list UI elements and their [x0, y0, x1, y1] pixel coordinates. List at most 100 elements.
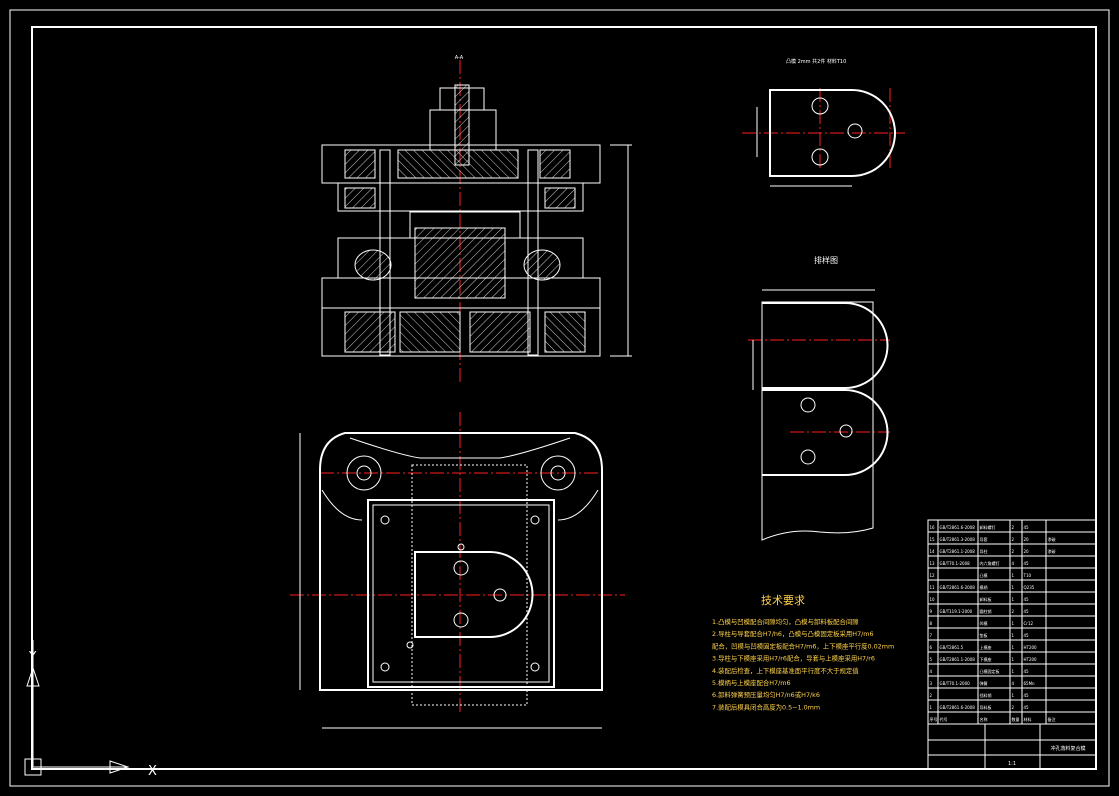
- pin-hole-1: [406, 641, 414, 649]
- bom-cell: 45: [1024, 609, 1030, 614]
- bom-cell: 卸料板: [980, 596, 992, 602]
- upper-seat-hatch-left: [344, 149, 376, 179]
- punch-hole-1: [811, 97, 829, 115]
- bom-cell: 9: [930, 609, 933, 614]
- bom-header-cell: 备注: [1048, 716, 1056, 722]
- bom-cell: 10: [930, 597, 936, 602]
- bom-cell: HT200: [1024, 645, 1038, 650]
- pin-hole-2: [457, 543, 465, 551]
- punch-plate: [337, 182, 584, 212]
- ucs-y-label: Y: [28, 649, 37, 663]
- scale: 1:1: [1008, 761, 1016, 767]
- strip-guide-dashed: [411, 464, 528, 706]
- die-plate-inner: [372, 504, 550, 683]
- lower-seat-hatch-c: [399, 311, 461, 353]
- bom-cell: 1: [930, 705, 933, 710]
- strip-hole-2: [800, 449, 816, 465]
- screw-hole-1: [380, 515, 390, 525]
- bom-cell: 4: [1012, 561, 1015, 566]
- bom-header-cell: 数量: [1012, 716, 1020, 722]
- bom-cell: 45: [1024, 633, 1030, 638]
- spring-left: [354, 249, 392, 281]
- bom-header-cell: 序号: [930, 716, 938, 722]
- punch-detail-view[interactable]: 凸模 2mm 共2件 材料T10: [742, 58, 905, 187]
- screw-hole-4: [530, 662, 540, 672]
- punch-plate-hatch-l: [344, 187, 376, 209]
- bom-cell: GB/T70.1-2000: [940, 681, 971, 686]
- bom-cell: 14: [930, 549, 936, 554]
- bom-cell: 1: [1012, 597, 1015, 602]
- die-plate-outline: [367, 499, 555, 688]
- bom-cell: 45: [1024, 693, 1030, 698]
- tech-req-line: 2.导柱与导套配合H7/h6，凸模与凸模固定板采用H7/m6: [712, 629, 874, 638]
- seat-side-contour: [321, 489, 599, 521]
- punch-body: [414, 227, 506, 299]
- lower-die-seat-outline: [319, 432, 603, 691]
- strip-blank-1: [762, 302, 889, 389]
- technical-requirements: 技术要求 1.凸模与凹模配合间隙均匀，凸模与卸料板配合间隙2.导柱与导套配合H7…: [712, 594, 894, 711]
- lower-seat-hatch-r: [544, 311, 586, 353]
- bom-cell: 2: [1012, 525, 1015, 530]
- spring-right: [523, 249, 561, 281]
- bom-cell: GB/T70.1-2008: [940, 561, 971, 566]
- tech-req-line: 1.凸模与凹模配合间隙均匀，凸模与卸料板配合间隙: [712, 617, 859, 626]
- bom-cell: 1: [1012, 633, 1015, 638]
- bom-cell: 下模座: [980, 656, 992, 662]
- strip-hole-1: [800, 397, 816, 413]
- bom-cell: 2: [1012, 705, 1015, 710]
- bom-cell: 2: [930, 693, 933, 698]
- bom-cell: 上模座: [980, 644, 992, 650]
- bom-cell: 1: [1012, 573, 1015, 578]
- punch-view-title: 凸模 2mm 共2件 材料T10: [786, 58, 846, 65]
- title-block[interactable]: 冲孔落料复合模 1:1: [927, 723, 1097, 770]
- screw-hole-3: [380, 662, 390, 672]
- bom-cell: GB/T2861.1-2008: [940, 549, 976, 554]
- tech-req-line: 3.导柱与下模座采用H7/r6配合，导套与上模座采用H7/r6: [712, 654, 875, 663]
- lower-die-seat: [321, 307, 601, 357]
- bom-cell: Q235: [1024, 585, 1035, 590]
- bom-cell: 5: [930, 657, 933, 662]
- blank-outline: [414, 551, 534, 638]
- bom-cell: 45: [1024, 669, 1030, 674]
- bom-cell: 13: [930, 561, 936, 566]
- bom-cell: 15: [930, 537, 936, 542]
- tech-req-line: 配合，凹模与凹模固定板配合H7/m6，上下模座平行度0.02mm: [712, 641, 894, 650]
- bom-header-cell: 名称: [980, 716, 988, 722]
- bom-cell: 45: [1024, 525, 1030, 530]
- section-label: A-A: [455, 55, 464, 61]
- bom-cell: 4: [930, 669, 933, 674]
- bom-cell: GB/T2861.3-2008: [940, 537, 976, 542]
- bom-cell: 3: [930, 681, 933, 686]
- bom-cell: Cr12: [1024, 621, 1034, 626]
- bom-cell: 4: [1012, 681, 1015, 686]
- bom-cell: 导柱: [980, 548, 988, 554]
- plan-view[interactable]: [290, 412, 625, 729]
- bom-cell: 模柄: [980, 584, 988, 590]
- bom-cell: 2: [1012, 549, 1015, 554]
- strip-layout-view[interactable]: 排样图: [748, 255, 890, 541]
- upper-seat-hatch-right: [539, 149, 571, 179]
- lower-seat-hatch-l: [344, 311, 396, 353]
- outer-frame: [9, 9, 1110, 787]
- ucs-icon: Y X: [24, 640, 157, 779]
- lower-seat-hatch-c2: [469, 311, 531, 353]
- pierce-hole-3: [493, 588, 507, 602]
- tech-req-line: 5.模柄与上模座配合H7/m6: [712, 678, 791, 687]
- bom-cell: 渗碳: [1048, 536, 1056, 542]
- bom-cell: 45: [1024, 705, 1030, 710]
- tech-req-line: 7.装配后模具闭合高度为0.5~1.0mm: [712, 702, 820, 711]
- section-view[interactable]: A-A: [321, 55, 632, 385]
- pierce-hole-1: [453, 560, 469, 576]
- strip-layout-title: 排样图: [814, 255, 838, 265]
- bom-cell: 11: [930, 585, 936, 590]
- bom-cell: 20: [1024, 549, 1030, 554]
- strip-blank-2: [762, 389, 889, 476]
- bom-cell: 1: [1012, 669, 1015, 674]
- bom-cell: 16: [930, 525, 936, 530]
- bom-cell: GB/T2861.6-2008: [940, 705, 976, 710]
- drawing-name: 冲孔落料复合模: [1050, 745, 1085, 752]
- title-block-frame: [927, 723, 1097, 770]
